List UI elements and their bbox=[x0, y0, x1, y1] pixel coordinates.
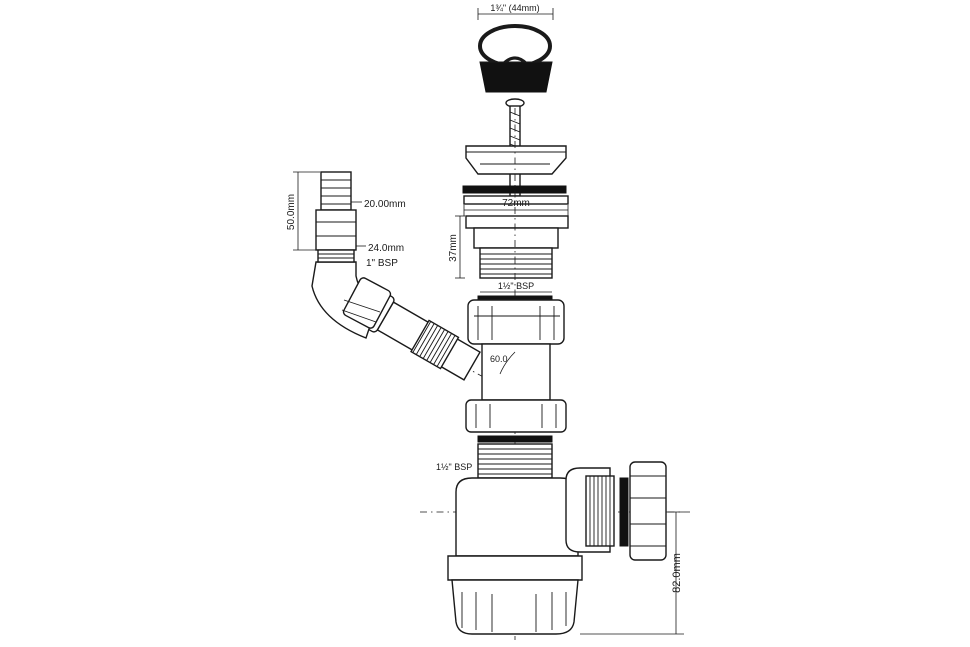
flange-washer bbox=[463, 195, 569, 205]
hose-nozzle bbox=[315, 171, 357, 263]
outlet-nut bbox=[629, 461, 667, 561]
tee-lower-seal bbox=[477, 435, 553, 443]
outlet-seal bbox=[619, 477, 629, 547]
nozzle-tip-label: 20.00mm bbox=[364, 199, 406, 210]
trap-height-label: 82.0mm bbox=[671, 553, 683, 593]
trap-inlet-thread-label: 1½" BSP bbox=[436, 462, 472, 472]
tail-thread-label: 1½" BSP bbox=[498, 281, 534, 291]
flange-seal bbox=[462, 185, 567, 194]
nozzle-base-label: 24.0mm bbox=[368, 243, 404, 254]
tail-height-label: 37mm bbox=[448, 234, 459, 262]
nozzle-thread-label: 1" BSP bbox=[366, 258, 398, 269]
tee-body bbox=[465, 299, 567, 433]
plug-size-label: 1¾" (44mm) bbox=[490, 3, 539, 13]
side-outlet bbox=[565, 461, 667, 561]
branch-angle-label: 60.0 bbox=[490, 354, 508, 364]
nozzle-length-label: 50.0mm bbox=[286, 194, 297, 230]
plug-stopper bbox=[479, 61, 553, 93]
flange-width-label: 72mm bbox=[502, 198, 530, 209]
waste-tail bbox=[465, 215, 569, 279]
trap-inlet bbox=[477, 443, 553, 479]
angle-arc bbox=[499, 351, 516, 375]
plug-ring bbox=[478, 24, 552, 68]
waste-flange bbox=[465, 145, 567, 175]
plug bbox=[478, 24, 553, 93]
hose-elbow bbox=[311, 261, 392, 339]
bottle-trap bbox=[447, 477, 583, 635]
